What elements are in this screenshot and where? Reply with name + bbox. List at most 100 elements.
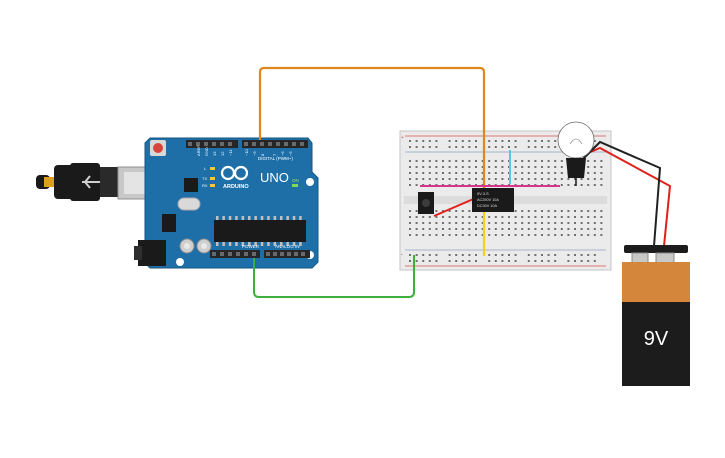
breadboard-hole[interactable] [494, 260, 497, 262]
battery-9v[interactable]: 9V [622, 245, 690, 386]
breadboard-hole[interactable] [468, 228, 471, 230]
header-pin[interactable] [196, 142, 200, 146]
breadboard-hole[interactable] [554, 260, 557, 262]
breadboard-hole[interactable] [574, 216, 576, 218]
breadboard-hole[interactable] [468, 146, 471, 148]
breadboard-hole[interactable] [461, 216, 464, 218]
breadboard-hole[interactable] [428, 222, 431, 224]
breadboard-hole[interactable] [514, 172, 517, 174]
breadboard-hole[interactable] [475, 172, 477, 174]
breadboard-hole[interactable] [409, 254, 411, 256]
breadboard-hole[interactable] [494, 222, 497, 224]
breadboard-hole[interactable] [527, 210, 530, 212]
breadboard-hole[interactable] [448, 260, 451, 262]
breadboard-hole[interactable] [475, 216, 477, 218]
breadboard-hole[interactable] [600, 178, 603, 180]
breadboard-hole[interactable] [435, 140, 438, 142]
breadboard-hole[interactable] [488, 228, 491, 230]
breadboard-hole[interactable] [409, 160, 411, 162]
breadboard-hole[interactable] [461, 166, 464, 168]
breadboard-hole[interactable] [442, 222, 444, 224]
header-pin[interactable] [273, 252, 277, 256]
breadboard-hole[interactable] [455, 210, 458, 212]
battery-black-wire[interactable] [573, 140, 662, 247]
breadboard-hole[interactable] [475, 146, 477, 148]
breadboard-hole[interactable] [448, 140, 451, 142]
breadboard-hole[interactable] [534, 216, 537, 218]
breadboard-hole[interactable] [415, 222, 418, 224]
breadboard-hole[interactable] [574, 210, 576, 212]
breadboard-hole[interactable] [415, 234, 418, 236]
breadboard-hole[interactable] [481, 228, 484, 230]
breadboard-hole[interactable] [521, 228, 524, 230]
breadboard-hole[interactable] [461, 234, 464, 236]
breadboard-hole[interactable] [448, 216, 451, 218]
breadboard-hole[interactable] [514, 260, 517, 262]
breadboard-hole[interactable] [541, 160, 543, 162]
breadboard-hole[interactable] [514, 140, 517, 142]
breadboard-hole[interactable] [488, 178, 491, 180]
breadboard-hole[interactable] [461, 260, 464, 262]
push-button[interactable] [418, 192, 434, 214]
breadboard-hole[interactable] [435, 260, 438, 262]
header-pin[interactable] [220, 252, 224, 256]
breadboard-hole[interactable] [527, 228, 530, 230]
breadboard-hole[interactable] [527, 260, 530, 262]
breadboard-hole[interactable] [593, 178, 596, 180]
breadboard-hole[interactable] [442, 172, 444, 174]
breadboard-hole[interactable] [541, 210, 543, 212]
breadboard-hole[interactable] [475, 228, 477, 230]
breadboard-hole[interactable] [422, 140, 425, 142]
breadboard-hole[interactable] [422, 166, 425, 168]
breadboard-hole[interactable] [541, 172, 543, 174]
breadboard-hole[interactable] [488, 160, 491, 162]
breadboard-hole[interactable] [415, 166, 418, 168]
breadboard-hole[interactable] [514, 178, 517, 180]
header-pin[interactable] [280, 252, 284, 256]
breadboard-hole[interactable] [547, 172, 550, 174]
breadboard-hole[interactable] [435, 210, 438, 212]
breadboard-hole[interactable] [475, 178, 477, 180]
breadboard-hole[interactable] [587, 210, 590, 212]
breadboard-hole[interactable] [422, 178, 425, 180]
breadboard-hole[interactable] [580, 254, 583, 256]
breadboard-hole[interactable] [488, 172, 491, 174]
breadboard-hole[interactable] [587, 234, 590, 236]
breadboard-hole[interactable] [567, 260, 570, 262]
breadboard-hole[interactable] [501, 254, 504, 256]
breadboard-hole[interactable] [409, 210, 411, 212]
breadboard-hole[interactable] [508, 254, 510, 256]
breadboard-hole[interactable] [534, 210, 537, 212]
header-pin[interactable] [292, 142, 296, 146]
breadboard-hole[interactable] [534, 172, 537, 174]
header-pin[interactable] [300, 142, 304, 146]
breadboard-hole[interactable] [547, 234, 550, 236]
light-bulb[interactable] [557, 121, 595, 186]
breadboard-hole[interactable] [527, 178, 530, 180]
breadboard-hole[interactable] [461, 228, 464, 230]
breadboard-hole[interactable] [514, 166, 517, 168]
breadboard-hole[interactable] [494, 146, 497, 148]
breadboard-hole[interactable] [422, 234, 425, 236]
breadboard-hole[interactable] [422, 216, 425, 218]
breadboard-hole[interactable] [547, 210, 550, 212]
breadboard-hole[interactable] [442, 234, 444, 236]
breadboard-hole[interactable] [527, 146, 530, 148]
breadboard-hole[interactable] [409, 172, 411, 174]
breadboard-hole[interactable] [501, 222, 504, 224]
breadboard-hole[interactable] [428, 234, 431, 236]
breadboard-hole[interactable] [494, 172, 497, 174]
breadboard-hole[interactable] [501, 172, 504, 174]
breadboard-hole[interactable] [508, 146, 510, 148]
breadboard-hole[interactable] [488, 222, 491, 224]
breadboard-hole[interactable] [514, 160, 517, 162]
breadboard-hole[interactable] [409, 234, 411, 236]
breadboard-hole[interactable] [600, 216, 603, 218]
breadboard-hole[interactable] [501, 260, 504, 262]
breadboard-hole[interactable] [488, 166, 491, 168]
breadboard-hole[interactable] [600, 210, 603, 212]
breadboard-hole[interactable] [415, 178, 418, 180]
breadboard-hole[interactable] [481, 166, 484, 168]
header-pin[interactable] [252, 142, 256, 146]
breadboard-hole[interactable] [428, 216, 431, 218]
